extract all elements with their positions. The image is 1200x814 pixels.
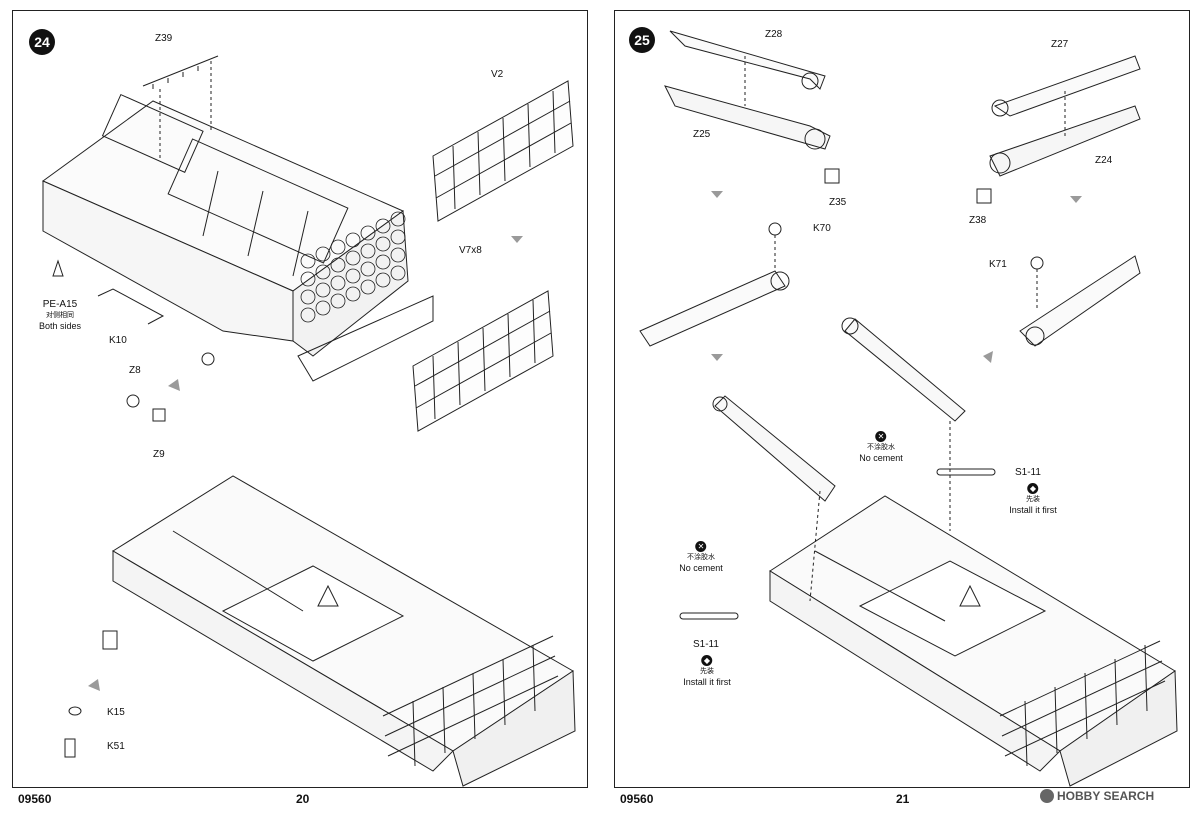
label-z39: Z39 xyxy=(155,33,173,44)
k71-part xyxy=(1030,256,1044,270)
right-arm-assembly xyxy=(844,318,966,422)
label-pe-a15: PE-A15 xyxy=(42,299,78,310)
watermark: HOBBY SEARCH xyxy=(1040,789,1154,803)
watermark-logo-icon xyxy=(1040,789,1054,803)
label-both-sides: Both sides xyxy=(38,321,82,331)
z38-part xyxy=(976,188,992,204)
right-instruction-page: 25 Z28 Z25 Z35 Z27 Z24 Z38 K70 K71 ✕ 不涂胶… xyxy=(614,10,1190,788)
label-k51: K51 xyxy=(107,741,125,752)
launcher-pod-assembled xyxy=(102,475,576,787)
label-v2: V2 xyxy=(491,69,504,80)
label-z28: Z28 xyxy=(765,29,783,40)
product-code-left: 09560 xyxy=(18,792,52,806)
label-s1-11-b: S1-11 xyxy=(693,639,719,650)
launcher-pod-upper xyxy=(42,93,434,382)
step-25-badge: 25 xyxy=(629,27,655,53)
install-first-icon: ◆ xyxy=(1027,483,1039,494)
side-bracket xyxy=(102,630,118,650)
page-number-left: 20 xyxy=(296,792,310,806)
label-k15: K15 xyxy=(107,707,125,718)
k10-handle xyxy=(97,288,165,325)
z25-part xyxy=(664,85,831,150)
k15-part xyxy=(68,706,82,716)
left-arm-assembly xyxy=(714,395,836,502)
install-text-b: Install it first xyxy=(683,677,731,687)
install-cn-a: 先装 xyxy=(1025,496,1040,503)
k70-assembly xyxy=(639,270,786,347)
note-install-first-a: ◆ 先装 Install it first xyxy=(1009,483,1057,516)
label-pe-a15-cn: 对侧相同 xyxy=(46,312,74,319)
no-cement-icon: ✕ xyxy=(695,541,707,552)
final-grille xyxy=(999,640,1166,767)
z9-part xyxy=(152,408,166,422)
side-fitting xyxy=(201,352,215,366)
product-code-right: 09560 xyxy=(620,792,654,806)
grille-panel-lower xyxy=(412,290,554,432)
left-instruction-page: 24 Z39 V2 V7x8 PE-A15 对侧相同 Both sides K1… xyxy=(12,10,588,788)
label-z27: Z27 xyxy=(1051,39,1069,50)
k70-part xyxy=(768,222,782,236)
z28-part xyxy=(669,30,826,90)
label-z35: Z35 xyxy=(829,197,847,208)
arrow-icons xyxy=(711,191,1082,363)
label-k70: K70 xyxy=(813,223,831,234)
s1-11-rod-a xyxy=(936,468,996,476)
label-k71: K71 xyxy=(989,259,1007,270)
label-pe-a15-group: PE-A15 对侧相同 Both sides xyxy=(39,299,81,332)
label-z38: Z38 xyxy=(969,215,987,226)
label-s1-11-a: S1-11 xyxy=(1015,467,1041,478)
note-install-first-b: ◆ 先装 Install it first xyxy=(683,655,731,688)
z35-part xyxy=(824,168,840,184)
install-text-a: Install it first xyxy=(1009,505,1057,515)
step-24-badge: 24 xyxy=(29,29,55,55)
pe-a15-part xyxy=(52,259,64,277)
label-z24: Z24 xyxy=(1095,155,1113,166)
z27-pivot xyxy=(991,99,1009,117)
v2-grille-panel xyxy=(432,80,574,222)
watermark-text: HOBBY SEARCH xyxy=(1057,789,1155,803)
step-25-assembly-drawing xyxy=(639,30,1178,787)
label-z9: Z9 xyxy=(153,449,165,460)
label-z25: Z25 xyxy=(693,129,711,140)
install-cn-b: 先装 xyxy=(699,668,714,675)
z27-part xyxy=(993,55,1141,117)
launcher-pod-final xyxy=(769,421,1178,787)
no-cement-text-a: No cement xyxy=(859,453,903,463)
no-cement-cn-b: 不涂胶水 xyxy=(687,554,715,561)
k51-part xyxy=(64,738,76,758)
assembled-grille xyxy=(382,635,559,767)
install-first-icon: ◆ xyxy=(701,655,713,666)
no-cement-text-b: No cement xyxy=(679,563,723,573)
label-k10: K10 xyxy=(109,335,127,346)
note-no-cement-b: ✕ 不涂胶水 No cement xyxy=(679,541,723,574)
k71-assembly xyxy=(1019,255,1141,347)
label-z8: Z8 xyxy=(129,365,141,376)
z8-part xyxy=(126,394,140,408)
label-v7x8: V7x8 xyxy=(459,245,482,256)
page-number-right: 21 xyxy=(896,792,910,806)
step-24-assembly-drawing xyxy=(42,55,576,787)
no-cement-cn-a: 不涂胶水 xyxy=(867,444,895,451)
arrow-icons xyxy=(88,236,523,691)
z28-pivot xyxy=(801,72,819,90)
no-cement-icon: ✕ xyxy=(875,431,887,442)
z24-part xyxy=(989,105,1141,177)
note-no-cement-a: ✕ 不涂胶水 No cement xyxy=(859,431,903,464)
z39-part xyxy=(142,55,219,161)
s1-11-rod-b xyxy=(679,612,739,620)
